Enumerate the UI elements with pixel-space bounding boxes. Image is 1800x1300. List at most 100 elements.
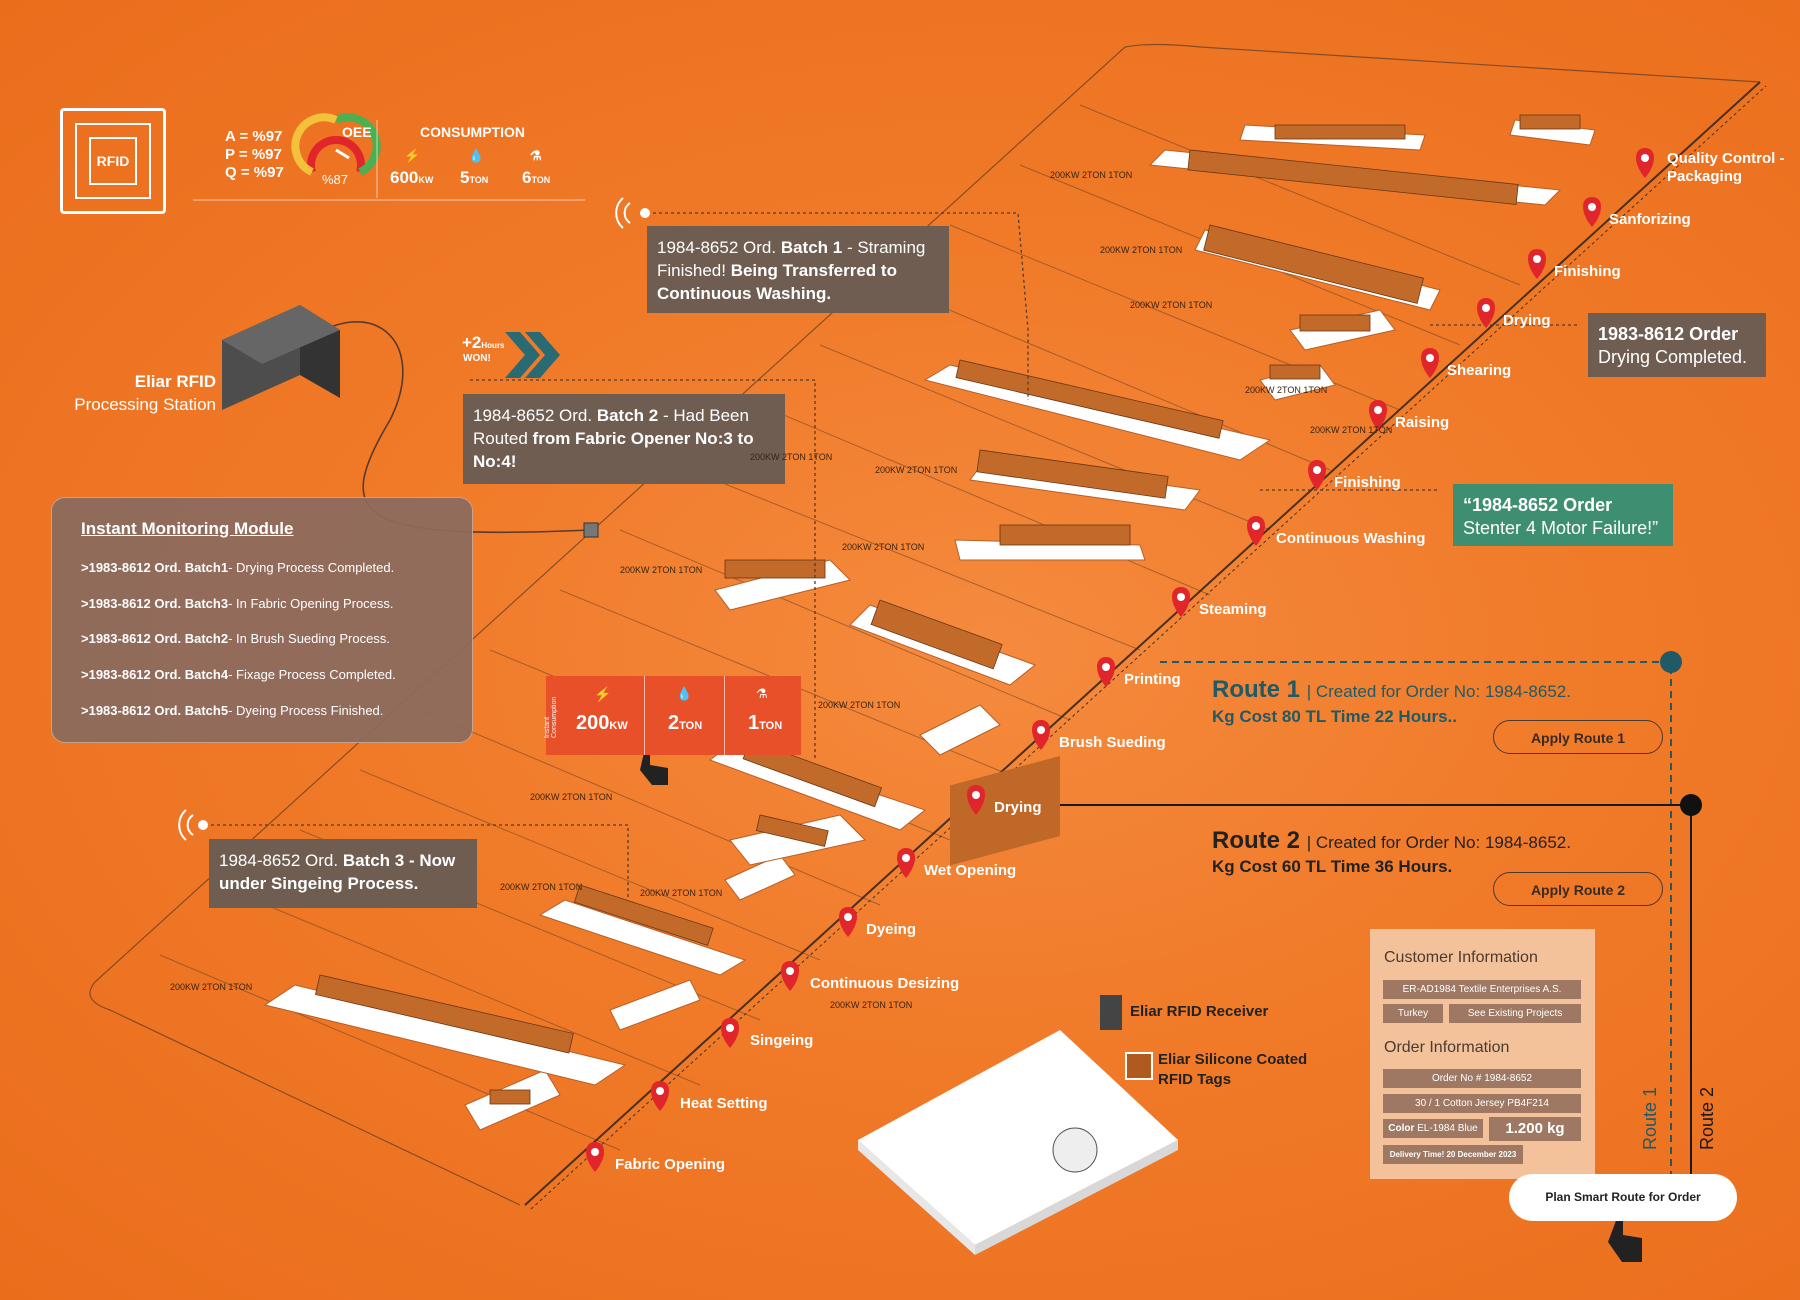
order-title: Order Information <box>1384 1039 1510 1056</box>
instant-power: 200KW <box>576 712 628 734</box>
stage-label: Raising <box>1395 414 1450 431</box>
monitor-item: >1983-8612 Ord. Batch1- Drying Process C… <box>81 560 395 575</box>
machine-consumption-label: 200KW 2TON 1TON <box>842 542 925 552</box>
stage-label: Shearing <box>1447 362 1512 379</box>
station-title: Eliar RFID <box>134 372 216 391</box>
apply-route1-button[interactable]: Apply Route 1 <box>1493 720 1663 754</box>
machine-consumption-label: 200KW 2TON 1TON <box>875 465 958 475</box>
map-pin-icon <box>1032 720 1050 750</box>
batch1-message: 1984-8652 Ord. Batch 1 - Straming Finish… <box>647 226 949 313</box>
process-track <box>524 81 1761 1206</box>
instant-chemical: 1TON <box>748 712 783 734</box>
machine-consumption-label: 200KW 2TON 1TON <box>830 1000 913 1010</box>
route2-title: Route 2 | Created for Order No: 1984-865… <box>1212 827 1571 854</box>
stage-label: Finishing <box>1334 474 1401 491</box>
won-hours: +2Hours <box>462 333 505 352</box>
monitor-item: >1983-8612 Ord. Batch4- Fixage Process C… <box>81 667 396 682</box>
lightning-icon: ⚡ <box>404 148 421 163</box>
map-pin-icon <box>897 848 915 878</box>
machine-consumption-label: 200KW 2TON 1TON <box>1130 300 1213 310</box>
stage-label: Drying <box>1503 312 1551 329</box>
receiver-label: Eliar RFID Receiver <box>1130 1003 1269 1020</box>
hand-cursor-icon <box>640 748 1642 1262</box>
instant-consumption-label: Instant Consumption <box>544 696 558 738</box>
map-pin-icon <box>1421 348 1439 378</box>
station-subtitle: Processing Station <box>74 395 216 414</box>
machine-consumption-label: 200KW 2TON 1TON <box>1100 245 1183 255</box>
quality-stat: Q = %97 <box>225 164 284 181</box>
stage-label: Dyeing <box>866 921 917 938</box>
machine-consumption-label: 200KW 2TON 1TON <box>750 452 833 462</box>
floor-outline-left <box>89 981 521 1206</box>
map-pin-icon <box>1636 148 1654 178</box>
forward-arrows-icon <box>505 332 560 378</box>
rfid-logo: RFID <box>60 108 166 214</box>
route2-cost: Kg Cost 60 TL Time 36 Hours. <box>1212 857 1453 876</box>
water-consumption: 💧5TON <box>460 148 489 187</box>
monitoring-title: Instant Monitoring Module <box>81 519 294 538</box>
route1-cost: Kg Cost 80 TL Time 22 Hours.. <box>1212 707 1457 726</box>
instant-consumption-panel[interactable]: Instant Consumption ⚡ 200KW 💧 2TON ⚗ 1TO… <box>544 676 801 755</box>
route1-vertical-label: Route 1 <box>1640 1086 1660 1150</box>
oee-stats: A = %97 P = %97 Q = %97 <box>225 128 284 182</box>
lightning-icon: ⚡ <box>594 686 612 702</box>
weight-field: 1.200 kg <box>1489 1117 1581 1141</box>
machine-consumption-label: 200KW 2TON 1TON <box>818 700 901 710</box>
stage-pins <box>586 148 1654 1172</box>
rfid-logo-text: RFID <box>96 153 130 169</box>
route-lines <box>1030 651 1702 1180</box>
machine-consumption-label: 200KW 2TON 1TON <box>530 792 613 802</box>
apply-route2-button[interactable]: Apply Route 2 <box>1493 872 1663 906</box>
delivery-field: Delivery Time! 20 December 2023 <box>1383 1145 1523 1164</box>
map-pin-icon <box>1369 400 1387 430</box>
map-pin-icon <box>1528 249 1546 279</box>
stage-label: Drying <box>994 799 1042 816</box>
consumption-title: CONSUMPTION <box>420 124 525 140</box>
customer-title: Customer Information <box>1384 949 1538 966</box>
rfid-station-icon <box>222 305 340 410</box>
machine-consumption-label: 200KW 2TON 1TON <box>170 982 253 992</box>
machine-consumption-label: 200KW 2TON 1TON <box>500 882 583 892</box>
oee-gauge <box>291 113 381 176</box>
rfid-junction-box <box>583 522 599 538</box>
stage-label: Heat Setting <box>680 1095 768 1112</box>
order-no-field: Order No # 1984-8652 <box>1383 1069 1581 1088</box>
machine-consumption-label: 200KW 2TON 1TON <box>1050 170 1133 180</box>
availability-stat: A = %97 <box>225 128 283 145</box>
monitor-item: >1983-8612 Ord. Batch3- In Fabric Openin… <box>81 596 394 611</box>
machine-consumption-label: 200KW 2TON 1TON <box>1245 385 1328 395</box>
map-pin-icon <box>967 785 985 815</box>
message-connectors <box>205 212 1580 900</box>
color-field: Color EL-1984 Blue <box>1383 1119 1483 1138</box>
stage-label: Continuous Desizing <box>810 975 960 992</box>
batch2-message: 1984-8652 Ord. Batch 2 - Had Been Routed… <box>463 394 785 484</box>
fabric-field: 30 / 1 Cotton Jersey PB4F214 <box>1383 1094 1581 1113</box>
route1-title: Route 1 | Created for Order No: 1984-865… <box>1212 676 1571 703</box>
oee-value: %87 <box>322 172 349 187</box>
stage-label: Singeing <box>750 1032 814 1049</box>
map-pin-icon <box>1247 516 1265 546</box>
country-field: Turkey <box>1383 1004 1443 1023</box>
map-pin-icon <box>1097 657 1115 687</box>
water-drop-icon: 💧 <box>676 686 693 701</box>
instant-water: 2TON <box>668 712 703 734</box>
map-pin-icon <box>1477 298 1495 328</box>
wifi-icons <box>178 197 650 841</box>
machine-consumption-label: 200KW 2TON 1TON <box>640 888 723 898</box>
stage-label: Continuous Washing <box>1276 530 1426 547</box>
see-projects-link[interactable]: See Existing Projects <box>1449 1004 1581 1023</box>
performance-stat: P = %97 <box>225 146 282 163</box>
map-pin-icon <box>1308 460 1326 490</box>
won-label: WON! <box>463 353 491 364</box>
machine-consumption-label: 200KW 2TON 1TON <box>620 565 703 575</box>
water-drop-icon: 💧 <box>468 148 485 163</box>
stage-label: Wet Opening <box>924 862 1017 879</box>
flask-icon: ⚗ <box>530 148 542 163</box>
floor-outline <box>94 43 1761 983</box>
stage-label: Sanforizing <box>1609 211 1691 228</box>
oee-label: OEE <box>342 124 372 140</box>
stage-label: Brush Sueding <box>1059 734 1166 751</box>
plan-route-button[interactable]: Plan Smart Route for Order <box>1509 1174 1737 1221</box>
map-pin-icon <box>1583 197 1601 227</box>
